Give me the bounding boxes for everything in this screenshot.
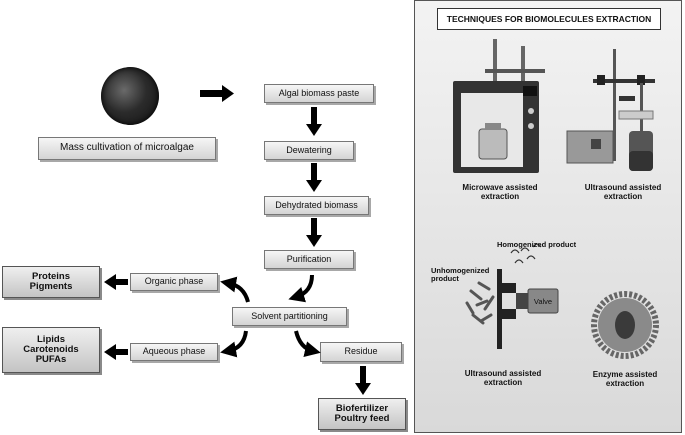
flow-arrows — [104, 85, 371, 395]
techniques-title-box: TECHNIQUES FOR BIOMOLECULES EXTRACTION — [437, 8, 661, 30]
product-poultry-feed: Poultry feed — [334, 413, 390, 424]
techniques-panel: TECHNIQUES FOR BIOMOLECULES EXTRACTION — [414, 0, 682, 433]
aqueous-phase-label: Aqueous phase — [142, 346, 206, 357]
lipids-box: Lipids Carotenoids PUFAs — [2, 327, 100, 373]
arrow-down-icon — [355, 366, 371, 395]
step-label: Dehydrated biomass — [275, 199, 358, 210]
residue-label: Residue — [344, 346, 378, 357]
product-lipids: Lipids — [37, 334, 65, 346]
enzyme-gear-icon — [591, 291, 659, 359]
product-pigments: Pigments — [29, 281, 73, 292]
step-label: Purification — [286, 253, 332, 264]
homogenized-label: Homogenized product — [497, 240, 607, 249]
mass-cultivation-label: Mass cultivation of microalgae — [60, 142, 194, 154]
step-label: Algal biomass paste — [278, 87, 360, 98]
enzyme-label: Enzyme assisted extraction — [577, 370, 673, 389]
label-line: Homogenized product — [497, 240, 577, 249]
label-line: Valve — [533, 297, 553, 306]
curved-arrow-icon — [220, 330, 248, 358]
ultrasound-bottom-label: Ultrasound assisted extraction — [453, 369, 553, 388]
ultrasound-top-label: Ultrasound assisted extraction — [573, 183, 673, 202]
label-line: Ultrasound assisted — [464, 369, 542, 378]
microalgae-culture-image — [101, 67, 159, 125]
step-label: Solvent partitioning — [251, 310, 328, 321]
label-line: product — [431, 274, 459, 284]
techniques-title: TECHNIQUES FOR BIOMOLECULES EXTRACTION — [446, 13, 652, 24]
curved-arrow-icon — [294, 330, 321, 357]
product-carotenoids: Carotenoids — [23, 344, 79, 356]
microwave-label: Microwave assisted extraction — [455, 183, 545, 202]
arrow-down-icon — [306, 107, 322, 136]
organic-phase-box: Organic phase — [130, 273, 218, 291]
step-dehydrated-biomass: Dehydrated biomass — [264, 196, 369, 215]
microwave-extractor-illustration — [453, 39, 545, 173]
curved-arrow-icon — [220, 276, 250, 303]
valve-label: Valve — [528, 297, 558, 306]
step-algal-biomass-paste: Algal biomass paste — [264, 84, 374, 103]
curved-arrow-icon — [288, 274, 314, 303]
proteins-pigments-box: Proteins Pigments — [2, 266, 100, 298]
technique-illustrations — [453, 39, 659, 359]
label-line: Ultrasound assisted — [584, 183, 662, 192]
label-line: Enzyme assisted — [592, 370, 658, 379]
product-pufas: PUFAs — [35, 353, 67, 365]
label-line: extraction — [480, 191, 520, 201]
arrow-left-icon — [104, 274, 128, 290]
arrow-left-icon — [104, 344, 128, 360]
label-line: Unhomogenized — [431, 266, 490, 275]
label-line: extraction — [483, 377, 523, 387]
label-line: extraction — [605, 378, 645, 388]
step-solvent-partitioning: Solvent partitioning — [232, 307, 347, 326]
step-purification: Purification — [264, 250, 354, 269]
biofertilizer-box: Biofertilizer Poultry feed — [318, 398, 406, 430]
arrow-down-icon — [306, 163, 322, 192]
step-label: Dewatering — [286, 144, 332, 155]
unhomogenized-label: Unhomogenized product — [431, 266, 491, 284]
organic-phase-label: Organic phase — [144, 276, 204, 287]
step-dewatering: Dewatering — [264, 141, 354, 160]
mass-cultivation-box: Mass cultivation of microalgae — [38, 137, 216, 160]
arrow-right-icon — [200, 85, 234, 102]
label-line: Microwave assisted — [462, 183, 538, 192]
product-proteins: Proteins — [31, 271, 70, 283]
product-biofertilizer: Biofertilizer — [335, 403, 389, 415]
aqueous-phase-box: Aqueous phase — [130, 343, 218, 361]
label-line: extraction — [603, 191, 643, 201]
homogenizer-illustration — [465, 243, 559, 349]
arrow-down-icon — [306, 218, 322, 247]
ultrasound-stand-illustration — [566, 49, 655, 171]
